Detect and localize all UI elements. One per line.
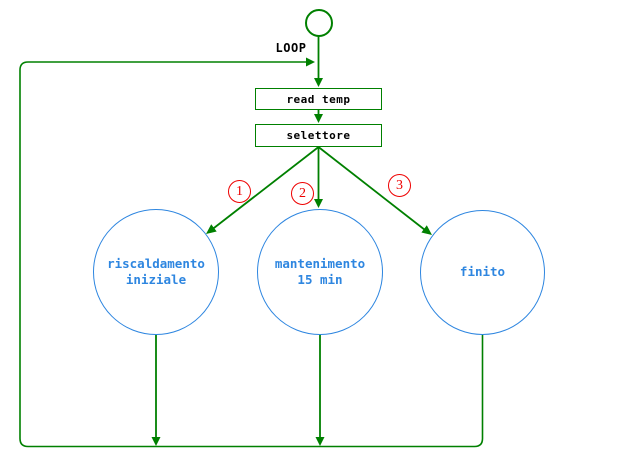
process-box-read-temp: read temp <box>255 88 382 110</box>
connector-branch-1 <box>211 146 320 231</box>
branch-badge-2: 2 <box>291 182 314 205</box>
arrowhead-branch-3 <box>421 225 432 235</box>
state-circle-finito: finito <box>420 210 545 335</box>
start-node <box>305 9 333 37</box>
arrowhead-branch-1 <box>206 224 217 234</box>
process-box-selettore: selettore <box>255 124 382 147</box>
state-circle-riscaldamento-iniziale: riscaldamento iniziale <box>93 209 219 335</box>
branch-badge-3: 3 <box>388 174 411 197</box>
loop-back-connector <box>19 61 484 448</box>
arrowhead-branch-2 <box>314 199 323 208</box>
branch-badge-1: 1 <box>228 180 251 203</box>
arrowhead-read-temp <box>314 78 323 87</box>
state-circle-mantenimento-15-min: mantenimento 15 min <box>257 209 383 335</box>
connector-branch-3 <box>317 146 426 231</box>
arrowhead-loop-back <box>306 57 315 67</box>
arrowhead-state-1-down <box>151 437 161 446</box>
arrowhead-selettore <box>314 114 323 123</box>
loop-label: LOOP <box>275 41 307 55</box>
arrowhead-state-2-down <box>315 437 325 446</box>
